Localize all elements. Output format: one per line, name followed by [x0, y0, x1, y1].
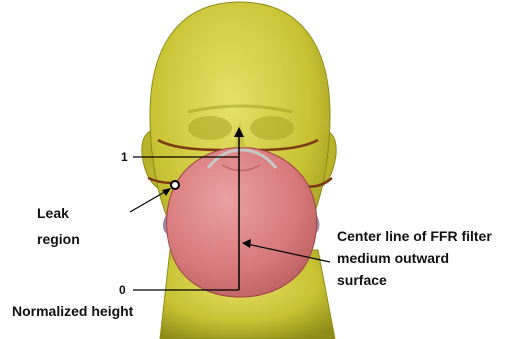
- leak-region-label-line2: region: [37, 231, 80, 248]
- leak-region-marker: [171, 181, 179, 189]
- tick-label-top: 1: [121, 149, 128, 166]
- center-line-label-line2: medium outward: [337, 250, 449, 267]
- right-eye-socket: [250, 116, 294, 140]
- center-line-label-line3: surface: [337, 272, 387, 289]
- left-eye-socket: [188, 116, 232, 140]
- center-line-label-line1: Center line of FFR filter: [337, 228, 492, 245]
- tick-label-bottom: 0: [119, 282, 126, 299]
- leak-region-label-line1: Leak: [37, 205, 69, 222]
- normalized-height-label: Normalized height: [12, 303, 133, 320]
